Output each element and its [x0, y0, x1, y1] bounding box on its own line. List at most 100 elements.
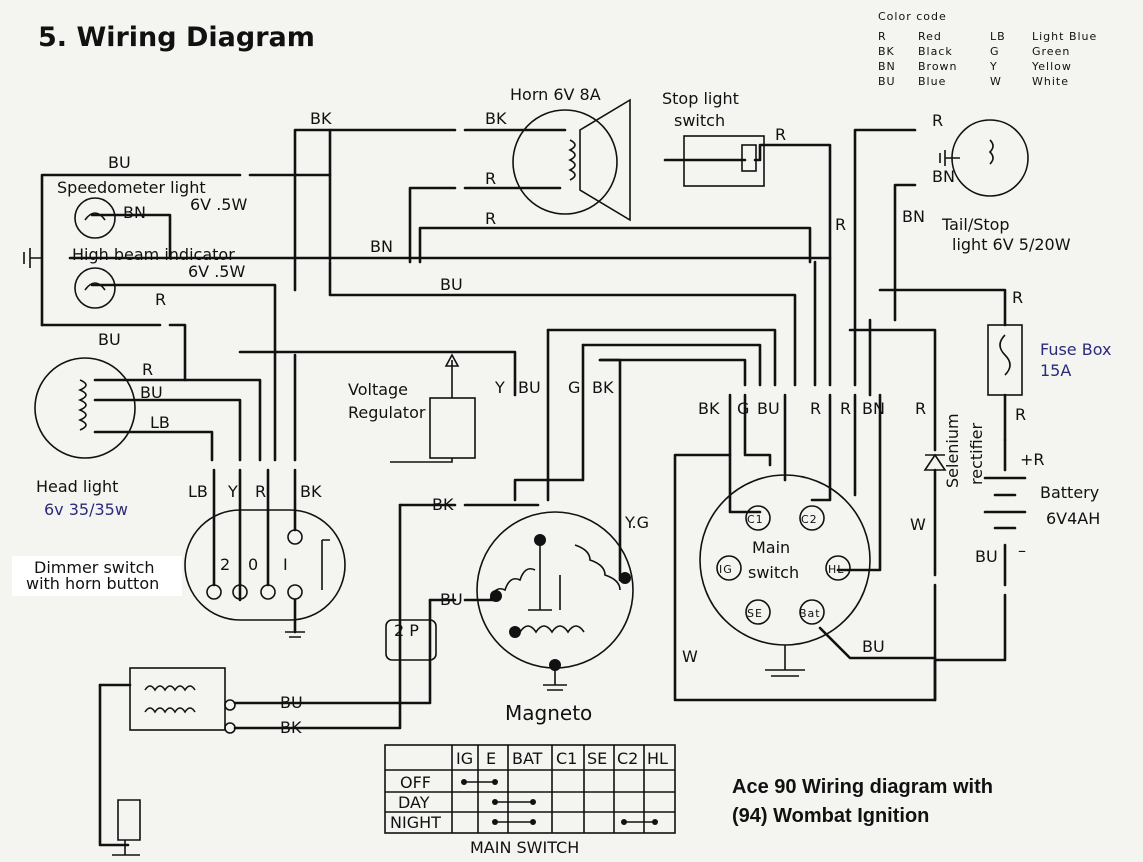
- stop-switch-label: Stop light: [662, 89, 739, 108]
- wire-bu-to-ms: [581, 343, 762, 387]
- color-code: BK: [878, 45, 895, 58]
- wire-label: BN: [862, 399, 885, 418]
- wire-label: BN: [123, 203, 146, 222]
- wire-label: BU: [140, 383, 163, 402]
- wire-r-stop: [663, 143, 832, 387]
- wire-r-fuse: [878, 288, 1007, 327]
- battery-plus: +R: [1020, 450, 1045, 469]
- wire-label: BN: [932, 167, 955, 186]
- head-light: Head light 6v 35/35w: [34, 357, 136, 519]
- wire-bu-magneto: [513, 343, 585, 502]
- wire-label: BK: [280, 718, 302, 737]
- regulator-label: Regulator: [348, 403, 426, 422]
- table-col-header: IG: [456, 749, 473, 768]
- wire-bu-headlight2: [93, 398, 242, 462]
- wire-r-horn2: [418, 226, 812, 264]
- wire-bu-speedo: [40, 173, 332, 327]
- main-switch-label: Main: [752, 538, 790, 557]
- table-col-header: BAT: [512, 749, 543, 768]
- table-row-header: OFF: [400, 773, 431, 792]
- wire-label: R: [485, 209, 496, 228]
- battery-label: Battery: [1040, 483, 1099, 502]
- color-name: White: [1032, 75, 1069, 88]
- wire-label: BK: [300, 482, 322, 501]
- wire-label: BU: [108, 153, 131, 172]
- color-code: G: [990, 45, 1000, 58]
- terminal-hl: HL: [828, 563, 844, 576]
- wire-label: R: [840, 399, 851, 418]
- regulator-label: Voltage: [348, 380, 408, 399]
- terminal-ig: IG: [719, 563, 733, 576]
- wire-label: Y.G: [624, 513, 649, 532]
- voltage-regulator: Voltage Regulator: [348, 353, 476, 463]
- magneto: Magneto: [476, 511, 634, 725]
- color-name: Yellow: [1031, 60, 1072, 73]
- table-row-header: NIGHT: [390, 813, 441, 832]
- terminal-bat: Bat: [799, 607, 821, 620]
- wires: [40, 128, 1007, 847]
- wire-label: BU: [862, 637, 885, 656]
- wire-label: G: [737, 399, 749, 418]
- connector-label: 2 P: [394, 621, 419, 640]
- wire-label: BN: [370, 237, 393, 256]
- fuse-label: Fuse Box: [1040, 340, 1111, 359]
- wire-bu-battery: [933, 543, 1007, 702]
- table-col-header: C1: [556, 749, 577, 768]
- speedo-light: Speedometer light 6V .5W: [57, 178, 247, 239]
- fuse-box: Fuse Box 15A: [987, 324, 1111, 396]
- wire-label: W: [682, 647, 698, 666]
- wire-label: LB: [188, 482, 208, 501]
- main-switch: C1 C2 IG HL SE Bat Main switch: [699, 474, 871, 677]
- selenium-rectifier: Selenium rectifier: [923, 413, 986, 488]
- color-code: R: [878, 30, 887, 43]
- headlight-label: Head light: [36, 477, 118, 496]
- dimmer-terminal: 2: [220, 555, 230, 574]
- ignition-coil: [98, 667, 236, 856]
- wire-g-to-ms: [546, 328, 777, 387]
- wire-bu-coil: [233, 598, 432, 705]
- wire-r-tail: [853, 128, 917, 387]
- wire-bu-headlight: [40, 323, 187, 382]
- wire-label: BU: [440, 275, 463, 294]
- terminal-c1: C1: [747, 513, 764, 526]
- wire-r-horn: [408, 186, 562, 264]
- wire-label: R: [255, 482, 266, 501]
- wire-bn-ms-hl: [836, 393, 882, 572]
- wire-label: BN: [902, 207, 925, 226]
- table-caption: MAIN SWITCH: [470, 838, 579, 857]
- wire-bk-ms-ig: [728, 393, 762, 514]
- wire-bn-speedo: [90, 213, 172, 260]
- color-code: W: [990, 75, 1002, 88]
- stop-switch-label: switch: [674, 111, 725, 130]
- wire-label: R: [1012, 288, 1023, 307]
- wire-r-ms-c2: [810, 393, 832, 502]
- wire-bn-tail: [893, 183, 917, 322]
- color-name: Light Blue: [1032, 30, 1097, 43]
- wire-label: BK: [432, 495, 454, 514]
- main-switch-table: IG E BAT C1 SE C2 HL OFF DAY NIGHT MAIN …: [384, 744, 676, 857]
- wire-label: R: [915, 399, 926, 418]
- table-col-header: HL: [647, 749, 668, 768]
- wire-label: BK: [698, 399, 720, 418]
- wire-label: BK: [592, 378, 614, 397]
- color-code: BN: [878, 60, 896, 73]
- wire-label: LB: [150, 413, 170, 432]
- table-col-header: C2: [617, 749, 638, 768]
- wire-label: R: [1015, 405, 1026, 424]
- dimmer-label: Dimmer switch: [34, 558, 155, 577]
- color-name: Brown: [918, 60, 958, 73]
- color-code: LB: [990, 30, 1006, 43]
- wire-r-highbeam: [90, 283, 277, 462]
- main-switch-label: switch: [748, 563, 799, 582]
- rectifier-label: rectifier: [967, 422, 986, 485]
- wire-label: BU: [280, 693, 303, 712]
- diagram-note: (94) Wombat Ignition: [732, 805, 929, 827]
- battery-rating: 6V4AH: [1046, 509, 1100, 528]
- horn-label: Horn 6V 8A: [510, 85, 601, 104]
- table-col-header: E: [486, 749, 496, 768]
- stop-light-switch: Stop light switch: [662, 89, 765, 187]
- wire-bk-coil: [233, 503, 402, 730]
- highbeam-rating: 6V .5W: [188, 262, 245, 281]
- dimmer-terminal: I: [283, 555, 288, 574]
